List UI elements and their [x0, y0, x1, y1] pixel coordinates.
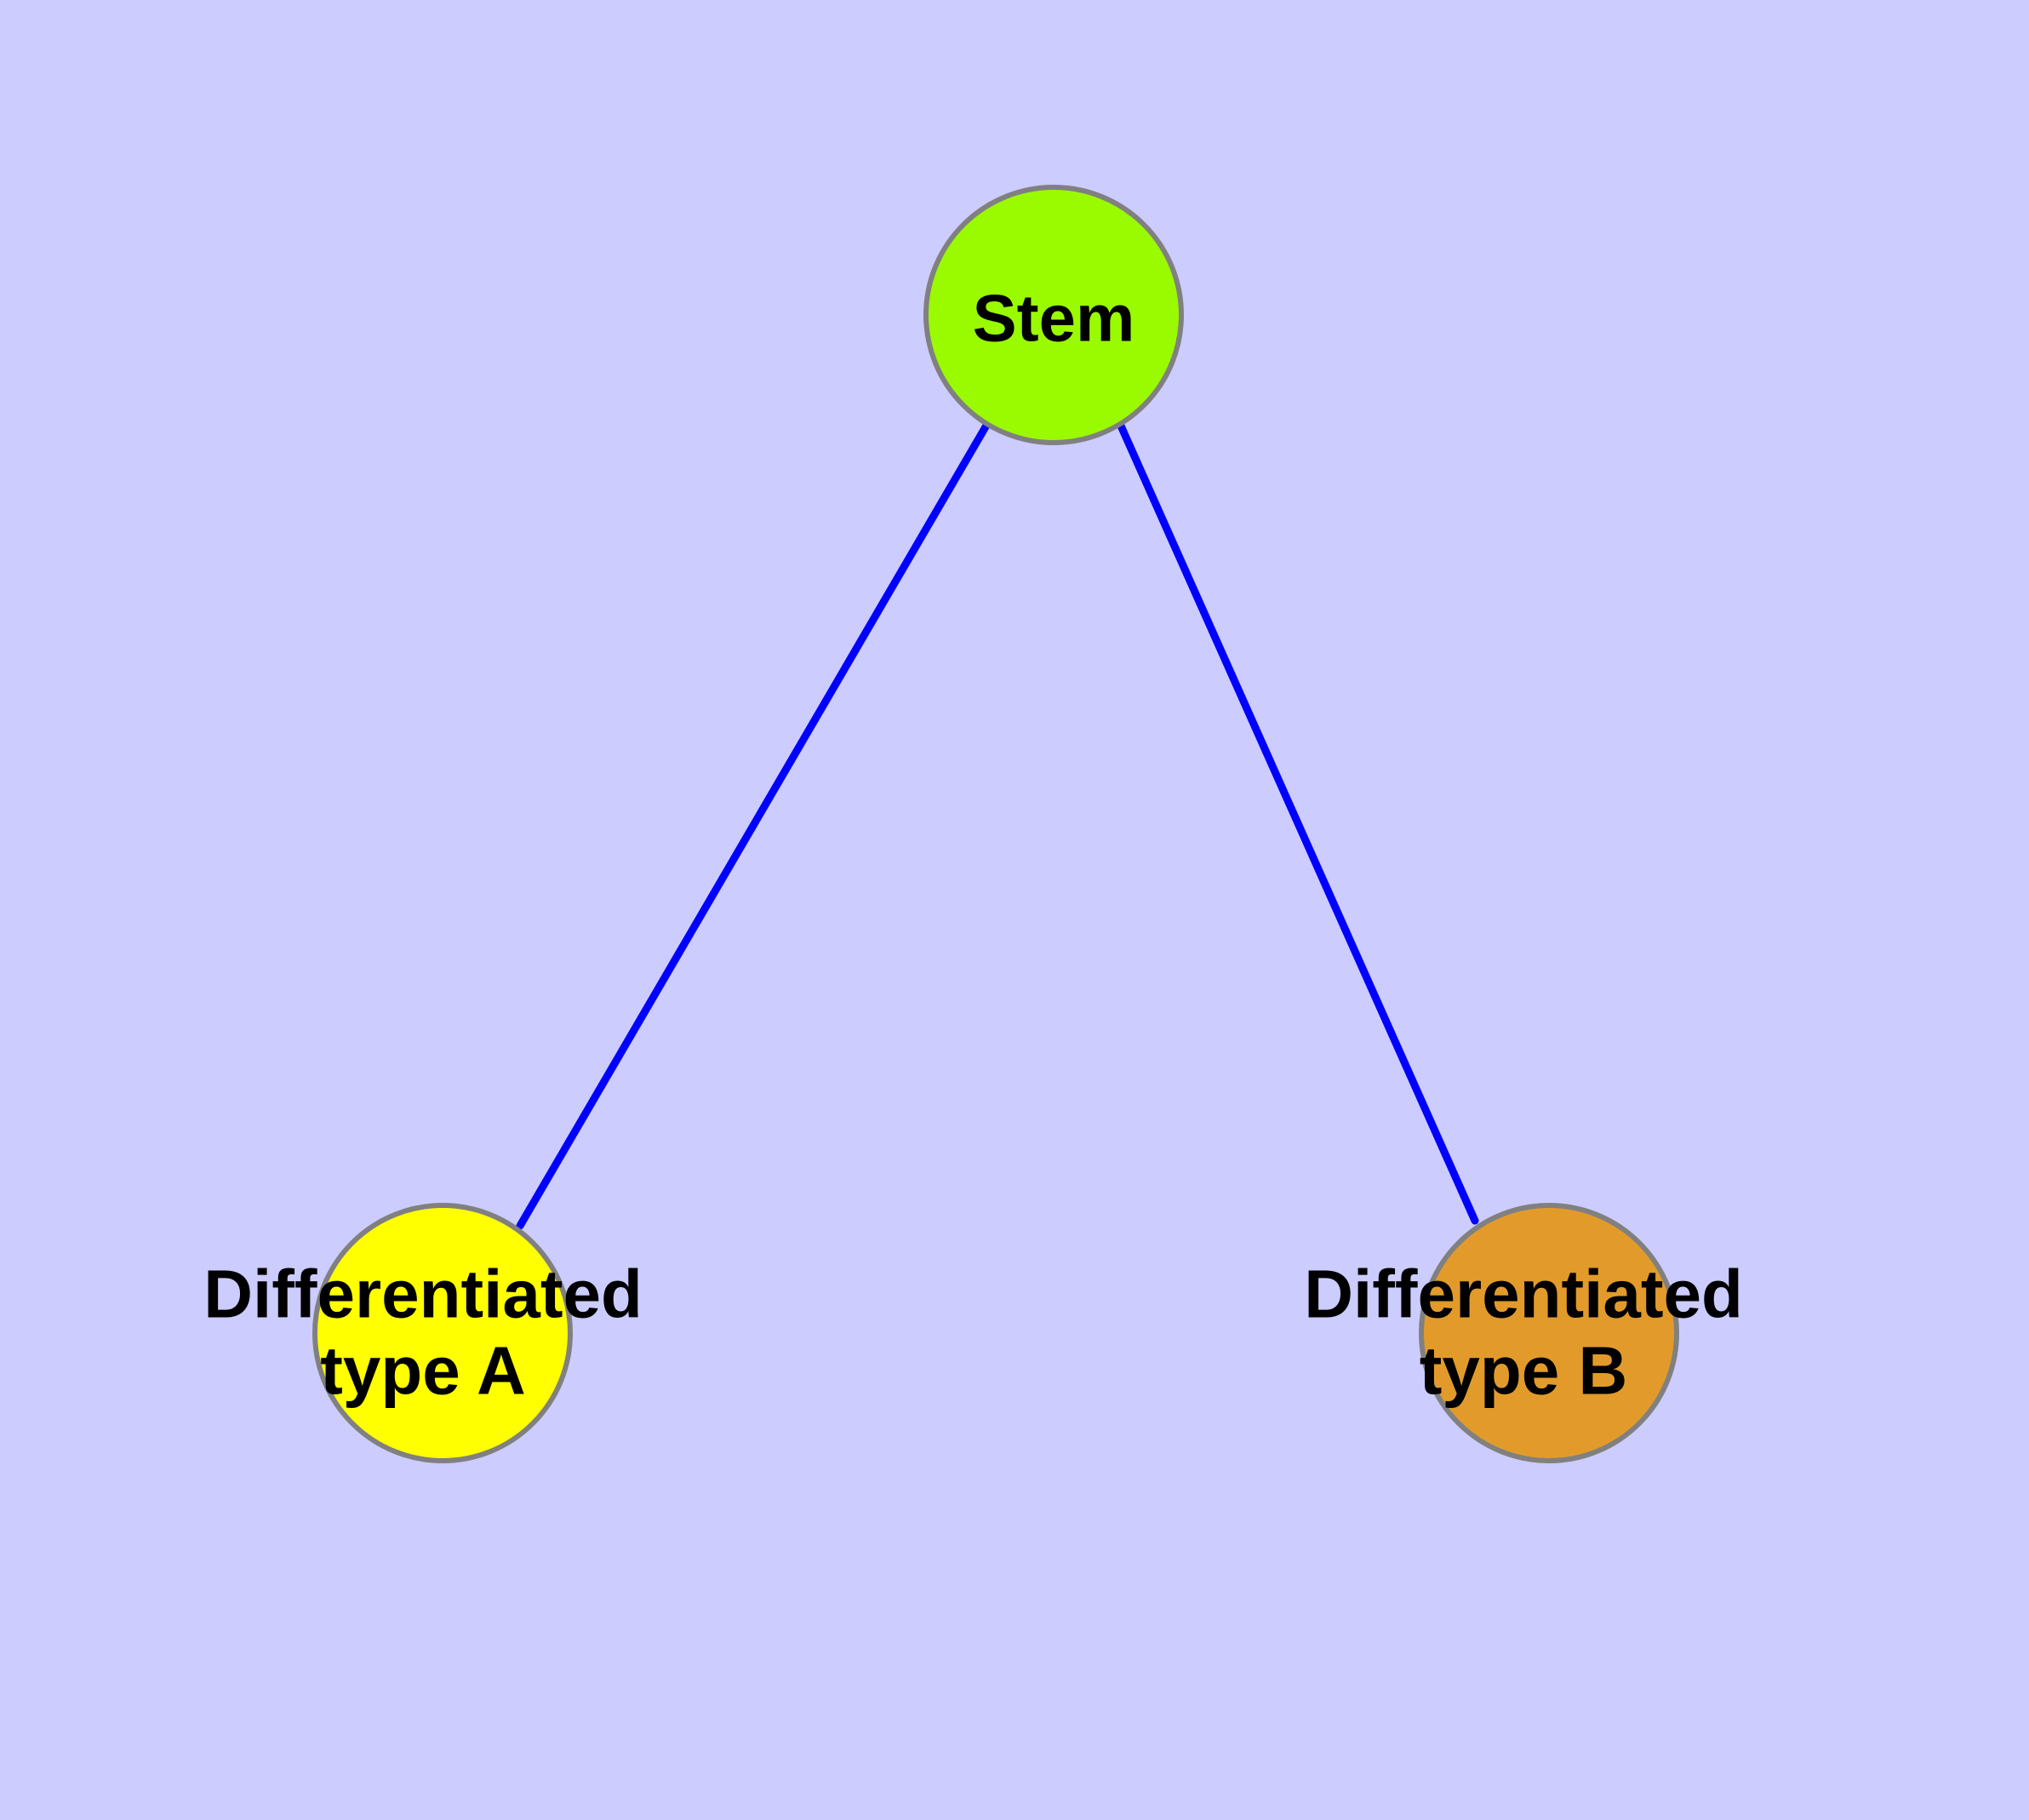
edge-stem-to-diff-a [516, 420, 992, 1230]
edge-stem-to-diff-b [1116, 420, 1479, 1225]
node-circle-diff-a[interactable] [312, 1203, 573, 1463]
edge-layer [516, 420, 1479, 1230]
node-layer [312, 185, 1679, 1463]
node-circle-stem[interactable] [923, 185, 1184, 445]
node-circle-diff-b[interactable] [1419, 1203, 1679, 1463]
